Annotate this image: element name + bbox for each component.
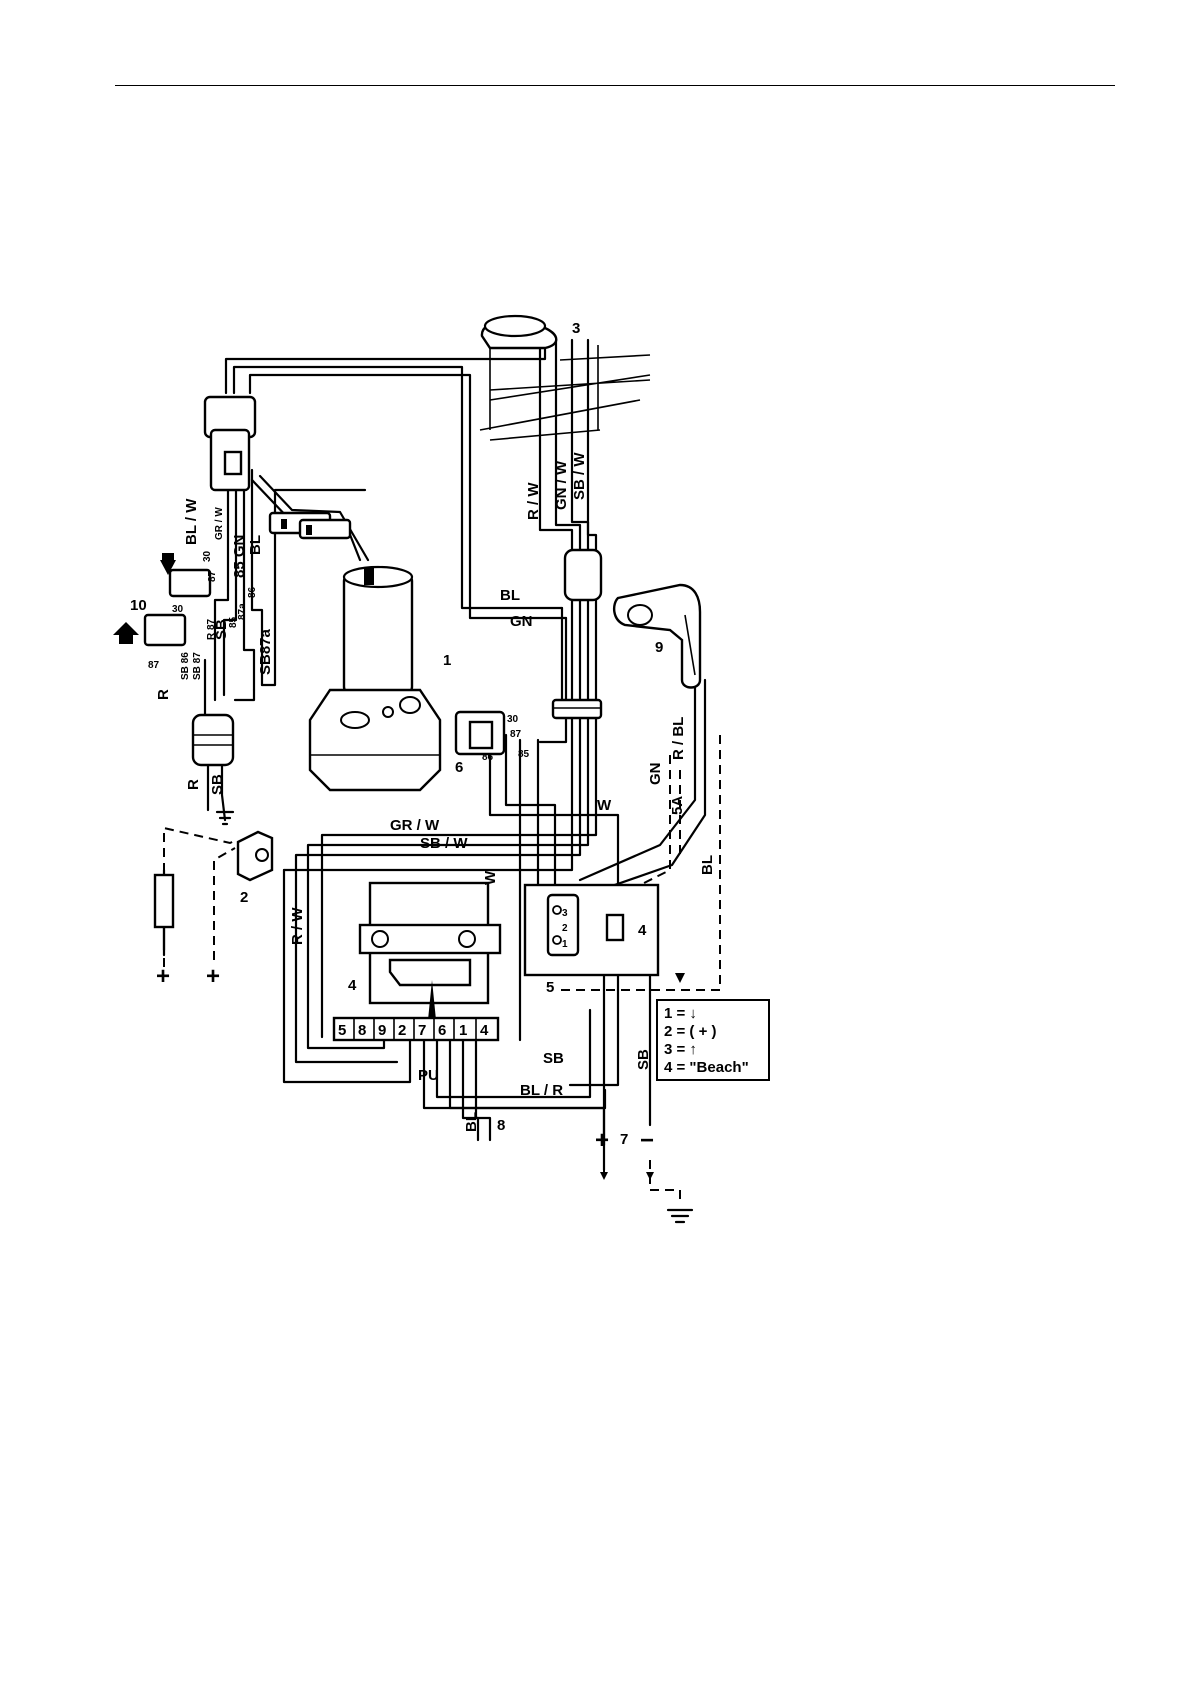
svg-text:R: R <box>185 779 202 790</box>
svg-text:SB 87: SB 87 <box>192 652 203 680</box>
svg-text:GR / W: GR / W <box>390 817 440 834</box>
legend-item: 2 = ( + ) <box>664 1023 717 1040</box>
svg-text:10: 10 <box>130 597 147 614</box>
plus-marker: + <box>206 963 220 990</box>
svg-text:4: 4 <box>638 922 647 939</box>
svg-text:1: 1 <box>443 652 451 669</box>
svg-text:SB: SB <box>635 1049 652 1070</box>
switch-box: 4 5 3 2 1 <box>525 885 658 996</box>
svg-text:3: 3 <box>562 908 568 919</box>
svg-text:5A: 5A <box>669 796 686 815</box>
legend-item: 3 = ↑ <box>664 1041 697 1058</box>
svg-text:BL / W: BL / W <box>183 498 200 545</box>
sleeve-left <box>193 715 233 765</box>
svg-text:2: 2 <box>562 923 568 934</box>
svg-text:6: 6 <box>455 759 463 776</box>
terminal-2: 8 <box>358 1022 366 1039</box>
pump-motor: 1 <box>310 567 451 790</box>
terminal-5: 7 <box>418 1022 426 1039</box>
legend-item: 4 = "Beach" <box>664 1059 749 1076</box>
svg-text:R: R <box>155 689 172 700</box>
svg-text:85: 85 <box>518 749 530 760</box>
svg-text:3: 3 <box>572 320 580 337</box>
svg-text:R / BL: R / BL <box>670 717 687 760</box>
svg-text:86: 86 <box>482 752 494 763</box>
terminal-4: 2 <box>398 1022 406 1039</box>
ground-block: 2 <box>238 832 272 906</box>
svg-text:87: 87 <box>148 660 160 671</box>
svg-text:BL: BL <box>247 535 264 555</box>
svg-text:GN: GN <box>647 763 664 786</box>
svg-text:SB / W: SB / W <box>571 452 588 500</box>
terminal-strip: 5 8 9 2 7 6 1 4 <box>334 1018 498 1040</box>
svg-text:5: 5 <box>546 979 554 996</box>
switch-3: 3 <box>480 316 650 440</box>
svg-text:85: 85 <box>228 616 239 628</box>
terminal-7: 1 <box>459 1022 467 1039</box>
svg-text:BL: BL <box>500 587 520 604</box>
battery-minus: − <box>640 1127 654 1154</box>
svg-text:R 87: R 87 <box>206 618 217 640</box>
svg-text:30: 30 <box>507 714 519 725</box>
svg-text:87: 87 <box>207 570 218 582</box>
svg-text:SB / W: SB / W <box>420 835 468 852</box>
svg-text:30: 30 <box>172 604 184 615</box>
svg-text:SB: SB <box>209 774 226 795</box>
svg-text:SB87a: SB87a <box>257 628 274 675</box>
svg-text:BL / R: BL / R <box>520 1082 563 1099</box>
control-unit: 4 <box>348 883 500 1020</box>
svg-text:8: 8 <box>497 1117 505 1134</box>
svg-text:BL: BL <box>699 855 716 875</box>
relay-6: 6 <box>455 712 504 776</box>
svg-text:86: 86 <box>247 586 258 598</box>
svg-text:87: 87 <box>510 729 522 740</box>
svg-text:GN: GN <box>510 613 533 630</box>
legend-item: 1 = ↓ <box>664 1005 697 1022</box>
svg-text:SB: SB <box>543 1050 564 1067</box>
svg-text:W: W <box>597 797 612 814</box>
terminal-1: 5 <box>338 1022 346 1039</box>
sleeve-center <box>553 550 601 718</box>
svg-text:GN / W: GN / W <box>553 460 570 510</box>
connector-upper <box>205 397 350 538</box>
svg-text:PU: PU <box>418 1067 439 1084</box>
relays-10: 10 <box>113 553 210 645</box>
svg-text:85 GN: 85 GN <box>231 535 248 578</box>
battery-plus: + <box>595 1127 609 1154</box>
svg-text:R / W: R / W <box>289 907 306 945</box>
resistor <box>155 875 173 927</box>
svg-text:GR / W: GR / W <box>214 507 225 540</box>
legend: 1 = ↓ 2 = ( + ) 3 = ↑ 4 = "Beach" <box>657 1000 769 1080</box>
svg-text:4: 4 <box>348 977 357 994</box>
terminal-6: 6 <box>438 1022 446 1039</box>
trim-control: 9 <box>614 585 700 688</box>
svg-text:SB 86: SB 86 <box>180 652 191 680</box>
svg-text:BL: BL <box>463 1112 480 1132</box>
svg-text:R / W: R / W <box>525 482 542 520</box>
plus-marker: + <box>156 963 170 990</box>
svg-text:2: 2 <box>240 889 248 906</box>
svg-text:7: 7 <box>620 1131 628 1148</box>
svg-text:30: 30 <box>202 550 213 562</box>
svg-text:1: 1 <box>562 939 568 950</box>
svg-text:9: 9 <box>655 639 663 656</box>
svg-text:W: W <box>482 870 499 885</box>
terminal-3: 9 <box>378 1022 386 1039</box>
terminal-8: 4 <box>480 1022 489 1039</box>
